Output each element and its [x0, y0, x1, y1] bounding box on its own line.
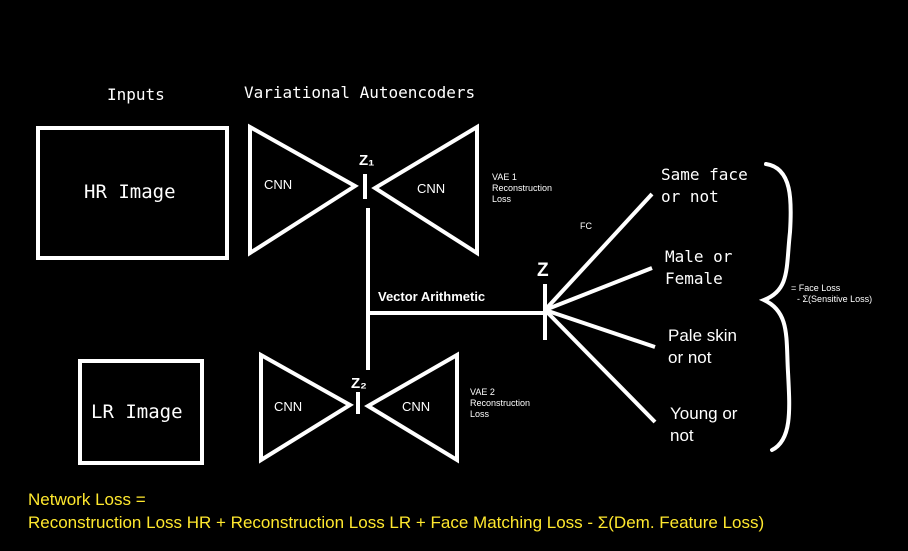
vae1-encoder-triangle: [248, 123, 359, 257]
z1-label: Z₁: [359, 152, 375, 169]
output-line: or not: [661, 187, 719, 206]
vae1-loss-note: VAE 1 Reconstruction Loss: [492, 172, 552, 205]
output-line: Same face: [661, 165, 748, 184]
hr-image-box: [36, 126, 229, 260]
network-loss-title: Network Loss =: [28, 490, 146, 509]
z-label: Z: [537, 260, 549, 281]
fc-line-skin: [544, 308, 656, 349]
vae2-loss-note: VAE 2 Reconstruction Loss: [470, 387, 530, 420]
vae2-loss-line: Reconstruction: [470, 398, 531, 408]
fc-line-same-face: [543, 192, 654, 312]
face-loss-note: = Face Loss - Σ(Sensitive Loss): [791, 283, 872, 305]
vae1-loss-line: Loss: [492, 194, 512, 204]
output-line: not: [670, 426, 694, 445]
vae2-decoder-label: CNN: [402, 399, 431, 414]
face-loss-line: - Σ(Sensitive Loss): [797, 294, 873, 304]
vae1-loss-line: VAE 1: [492, 172, 517, 182]
vae2-decoder-triangle: [364, 351, 459, 464]
output-line: Male or: [665, 247, 733, 266]
output-line: or not: [668, 348, 712, 367]
output-line: Young or: [670, 404, 738, 423]
vae2-loss-line: Loss: [470, 409, 490, 419]
vae1-decoder-label: CNN: [417, 181, 446, 196]
fc-line-age: [543, 308, 657, 424]
vae2-loss-line: VAE 2: [470, 387, 495, 397]
lr-image-box: [78, 359, 204, 465]
vae2-encoder-label: CNN: [274, 399, 303, 414]
output-line: Female: [665, 269, 723, 288]
network-loss-formula: Reconstruction Loss HR + Reconstruction …: [28, 513, 765, 532]
hr-image-label: HR Image: [84, 181, 176, 203]
vector-arithmetic-label: Vector Arithmetic: [378, 289, 486, 304]
fc-label: FC: [580, 221, 592, 231]
network-loss: Network Loss = Reconstruction Loss HR + …: [28, 488, 764, 534]
vae1-loss-line: Reconstruction: [492, 183, 553, 193]
lr-image-label: LR Image: [91, 401, 183, 423]
fc-line-gender: [544, 266, 653, 312]
vae1-encoder-label: CNN: [264, 177, 293, 192]
output-age: Young or not: [670, 403, 737, 447]
vae2-encoder-triangle: [259, 351, 354, 464]
vae1-decoder-triangle: [371, 123, 479, 257]
inputs-header: Inputs: [107, 85, 165, 104]
output-gender: Male or Female: [665, 246, 732, 290]
output-skin: Pale skin or not: [668, 325, 737, 369]
curly-brace: [758, 162, 793, 452]
face-loss-line: = Face Loss: [791, 283, 841, 293]
z2-label: Z₂: [351, 375, 367, 392]
vae-header: Variational Autoencoders: [244, 83, 476, 102]
output-same-face: Same face or not: [661, 164, 748, 208]
output-line: Pale skin: [668, 326, 737, 345]
